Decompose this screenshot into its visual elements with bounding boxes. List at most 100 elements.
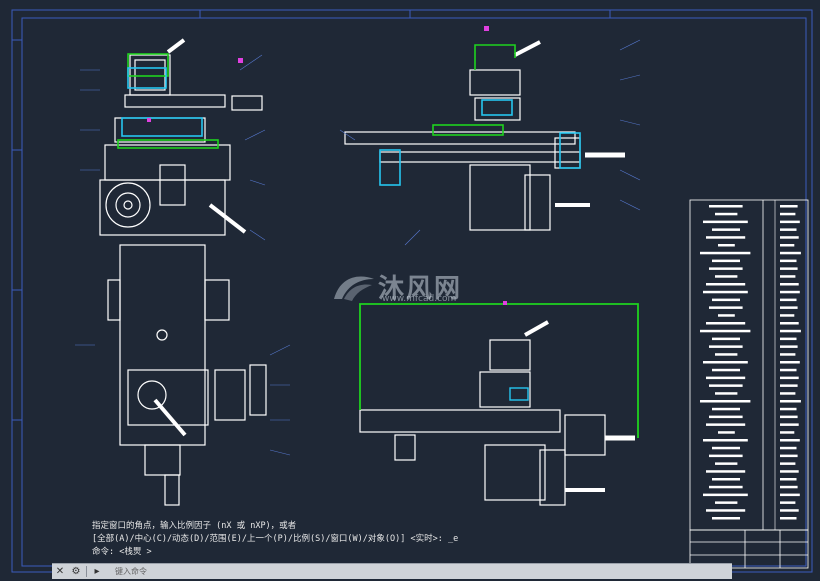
- parts-list-row-qty: [780, 454, 798, 458]
- parts-list-row: [709, 205, 743, 208]
- parts-list-row-qty: [780, 400, 801, 403]
- parts-list-row-qty: [780, 509, 799, 512]
- wrench-icon[interactable]: ⚙: [71, 566, 81, 577]
- parts-list-row: [712, 407, 740, 411]
- parts-list-row: [706, 376, 746, 380]
- parts-list-row-qty: [780, 353, 796, 356]
- parts-list-row: [706, 236, 746, 239]
- parts-list-row: [712, 478, 740, 481]
- parts-list-row: [703, 361, 748, 364]
- parts-list-row: [709, 485, 743, 489]
- parts-list-row: [709, 345, 743, 348]
- parts-list-row-qty: [780, 322, 799, 325]
- parts-list-row-qty: [780, 259, 797, 263]
- parts-list-row-qty: [780, 423, 799, 426]
- parts-list-row: [703, 493, 748, 497]
- parts-list-row-qty: [780, 212, 796, 216]
- parts-list-row: [703, 290, 748, 294]
- parts-list-row: [706, 322, 746, 325]
- parts-list-row: [700, 329, 751, 333]
- parts-list-row: [718, 431, 735, 434]
- close-icon[interactable]: ✕: [55, 566, 65, 577]
- section-view-highlight: [359, 303, 639, 438]
- parts-list-row-qty: [780, 493, 800, 497]
- command-history-line: 指定窗口的角点，输入比例因子 (nX 或 nXP)，或者: [92, 521, 297, 531]
- title-block: [689, 529, 809, 569]
- command-input[interactable]: 键入命令: [115, 567, 147, 576]
- parts-list-row-qty: [780, 439, 800, 442]
- parts-list-row: [715, 353, 738, 356]
- parts-list-row: [712, 298, 740, 302]
- parts-list-row: [712, 337, 740, 341]
- parts-list-row: [712, 368, 740, 372]
- parts-list-row: [715, 392, 738, 395]
- side-view-highlights: [379, 44, 581, 186]
- command-bar-divider: [86, 566, 87, 577]
- side-view-drawing: [344, 40, 625, 231]
- command-line-bar: ✕ ⚙ ▸ 键入命令: [52, 563, 732, 579]
- parts-list-row: [712, 228, 740, 231]
- parts-list-row: [715, 501, 738, 504]
- parts-list-row: [700, 251, 751, 255]
- parts-list-row: [709, 454, 743, 458]
- parts-list-row-qty: [780, 306, 798, 309]
- parts-list-row-qty: [780, 368, 797, 372]
- parts-list-row: [706, 423, 746, 426]
- parts-list-row: [709, 415, 743, 419]
- command-history-line: [全部(A)/中心(C)/动态(D)/范围(E)/上一个(P)/比例(S)/窗口…: [92, 534, 459, 544]
- parts-list-row-qty: [780, 228, 797, 231]
- parts-list-row-qty: [780, 290, 800, 294]
- parts-list-table: [689, 199, 809, 531]
- parts-list-row-qty: [780, 415, 798, 419]
- parts-list-row: [700, 400, 751, 403]
- parts-list-row-qty: [780, 501, 796, 504]
- parts-list-row: [715, 462, 738, 465]
- command-history: 指定窗口的角点，输入比例因子 (nX 或 nXP)，或者 [全部(A)/中心(C…: [92, 520, 472, 559]
- front-view-highlights: [117, 53, 219, 149]
- section-view-drawing: [359, 320, 635, 506]
- parts-list-row: [709, 306, 743, 309]
- parts-list-row: [709, 384, 743, 387]
- parts-list-row-qty: [780, 314, 795, 317]
- parts-list-row-qty: [780, 478, 797, 481]
- parts-list-row-qty: [780, 392, 796, 395]
- parts-list-row-qty: [780, 384, 798, 387]
- parts-list-row: [712, 517, 740, 520]
- parts-list-row: [712, 446, 740, 450]
- parts-list-row-qty: [780, 337, 797, 341]
- plan-view-drawing: [107, 244, 267, 506]
- parts-list-row-qty: [780, 283, 799, 286]
- brand-logo-icon: [334, 275, 374, 301]
- grip-markers: [147, 26, 507, 305]
- parts-list-row-qty: [780, 376, 799, 380]
- parts-list-row-qty: [780, 329, 801, 333]
- parts-list-row: [703, 439, 748, 442]
- section-view-cyan-part: [509, 387, 529, 401]
- parts-list-row-qty: [780, 345, 798, 348]
- parts-list-row-qty: [780, 267, 798, 270]
- watermark-url: www.mfcad.com: [382, 294, 457, 304]
- parts-list-row-qty: [780, 446, 797, 450]
- parts-list-row-qty: [780, 462, 796, 465]
- parts-list-row: [709, 267, 743, 270]
- command-prompt-icon[interactable]: ▸: [94, 566, 100, 577]
- command-history-line: 命令: <栈煛 >: [92, 547, 152, 557]
- parts-list-row-qty: [780, 431, 795, 434]
- parts-list-row: [706, 283, 746, 286]
- parts-list-row: [703, 220, 748, 224]
- parts-list-row-qty: [780, 244, 795, 247]
- parts-list-row: [718, 314, 735, 317]
- parts-list-row-qty: [780, 361, 800, 364]
- parts-list-row-qty: [780, 485, 798, 489]
- parts-list-row: [706, 509, 746, 512]
- front-view-drawing: [99, 38, 263, 236]
- parts-list-row-qty: [780, 407, 797, 411]
- parts-list-row-qty: [780, 275, 796, 278]
- parts-list-row: [715, 275, 738, 278]
- parts-list-row: [712, 259, 740, 263]
- leader-lines: [75, 39, 641, 456]
- parts-list-rows: [700, 205, 801, 520]
- watermark: 沐风网 www.mfcad.com: [330, 268, 462, 305]
- parts-list-row: [706, 470, 746, 473]
